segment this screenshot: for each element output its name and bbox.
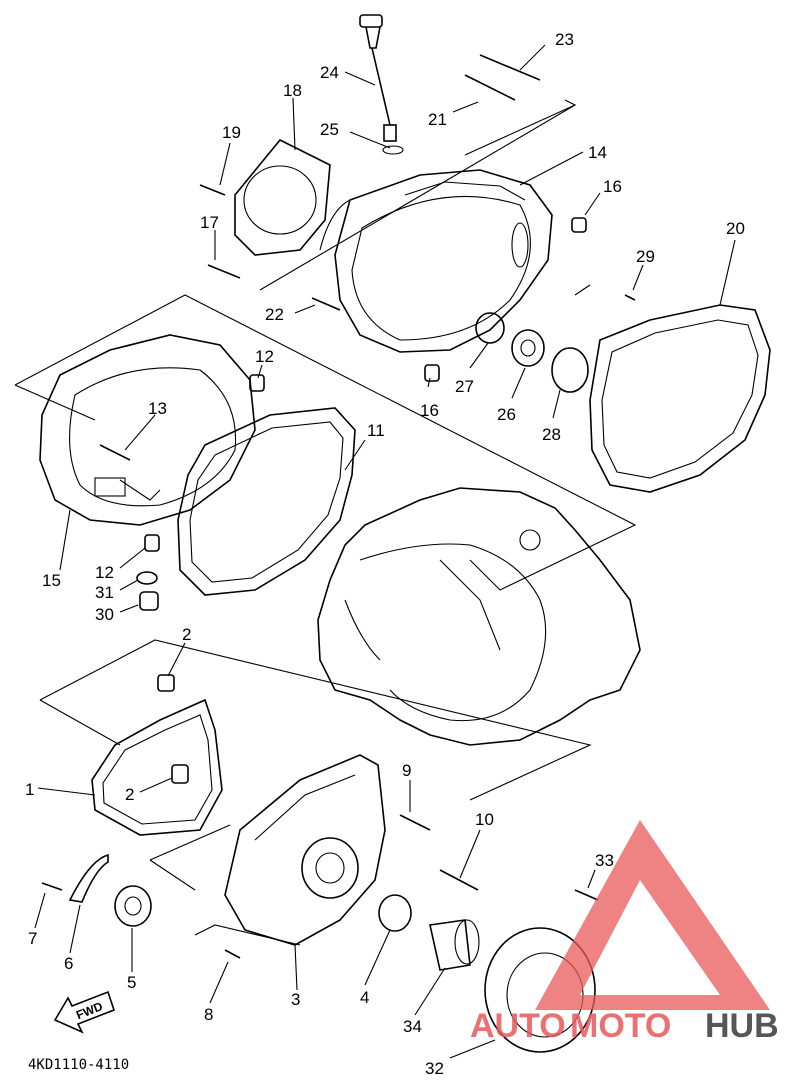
label-16a: 16 (603, 177, 622, 196)
assembly-plane-lower (39, 639, 592, 946)
label-16b: 16 (420, 401, 439, 420)
label-11: 11 (367, 421, 385, 440)
assembly-plane-upper (14, 99, 637, 591)
label-9: 9 (402, 761, 411, 780)
label-7: 7 (28, 929, 37, 948)
lower-seals (68, 853, 480, 971)
oil-check-cover-18 (234, 138, 331, 256)
label-22: 22 (265, 305, 284, 324)
label-32: 32 (425, 1059, 444, 1078)
label-2b: 2 (125, 785, 134, 804)
seals-bearings-upper (136, 312, 589, 611)
forward-arrow: FWD (53, 990, 115, 1034)
label-20: 20 (726, 219, 745, 238)
label-24: 24 (320, 63, 339, 82)
label-31: 31 (95, 583, 114, 602)
label-14: 14 (588, 143, 607, 162)
label-3: 3 (291, 990, 300, 1009)
label-12a: 12 (255, 347, 274, 366)
crankcase-cover-right (319, 169, 553, 353)
label-18: 18 (283, 81, 302, 100)
label-4: 4 (360, 988, 369, 1007)
label-1: 1 (25, 780, 34, 799)
label-12b: 12 (95, 563, 114, 582)
lower-fasteners (41, 814, 599, 959)
label-25: 25 (320, 120, 339, 139)
watermark-moto: MOTO (570, 1007, 671, 1045)
label-30: 30 (95, 605, 114, 624)
label-28: 28 (542, 425, 561, 444)
label-6: 6 (64, 954, 73, 973)
watermark-hub: HUB (705, 1007, 779, 1045)
label-34: 34 (403, 1017, 422, 1036)
dowel-pins (144, 217, 587, 784)
label-17: 17 (200, 213, 219, 232)
label-10: 10 (475, 810, 494, 829)
crankcase (317, 487, 641, 746)
dipstick-24 (359, 14, 404, 155)
label-2a: 2 (182, 625, 191, 644)
label-29: 29 (636, 247, 655, 266)
part-labels: 23 24 21 18 25 19 14 16 17 20 29 22 12 2… (25, 30, 745, 1078)
label-8: 8 (204, 1005, 213, 1024)
watermark-logo: AUTO MOTO HUB (470, 820, 779, 1045)
diagram-code: 4KD1110-4110 (28, 1057, 129, 1073)
label-27: 27 (455, 377, 474, 396)
gasket-11 (177, 407, 356, 596)
label-23: 23 (555, 30, 574, 49)
gasket-20 (589, 304, 771, 493)
crankcase-cover-lower (224, 754, 386, 946)
crankcase-cover-left (39, 334, 256, 526)
label-26: 26 (497, 405, 516, 424)
leader-lines (34, 44, 736, 1059)
bolts-upper (99, 54, 636, 461)
gasket-1 (91, 698, 223, 836)
label-33: 33 (595, 851, 614, 870)
label-15: 15 (42, 571, 61, 590)
label-13: 13 (148, 399, 167, 418)
label-5: 5 (127, 973, 136, 992)
label-21: 21 (428, 110, 447, 129)
label-19: 19 (222, 123, 241, 142)
watermark-auto: AUTO (470, 1007, 566, 1045)
